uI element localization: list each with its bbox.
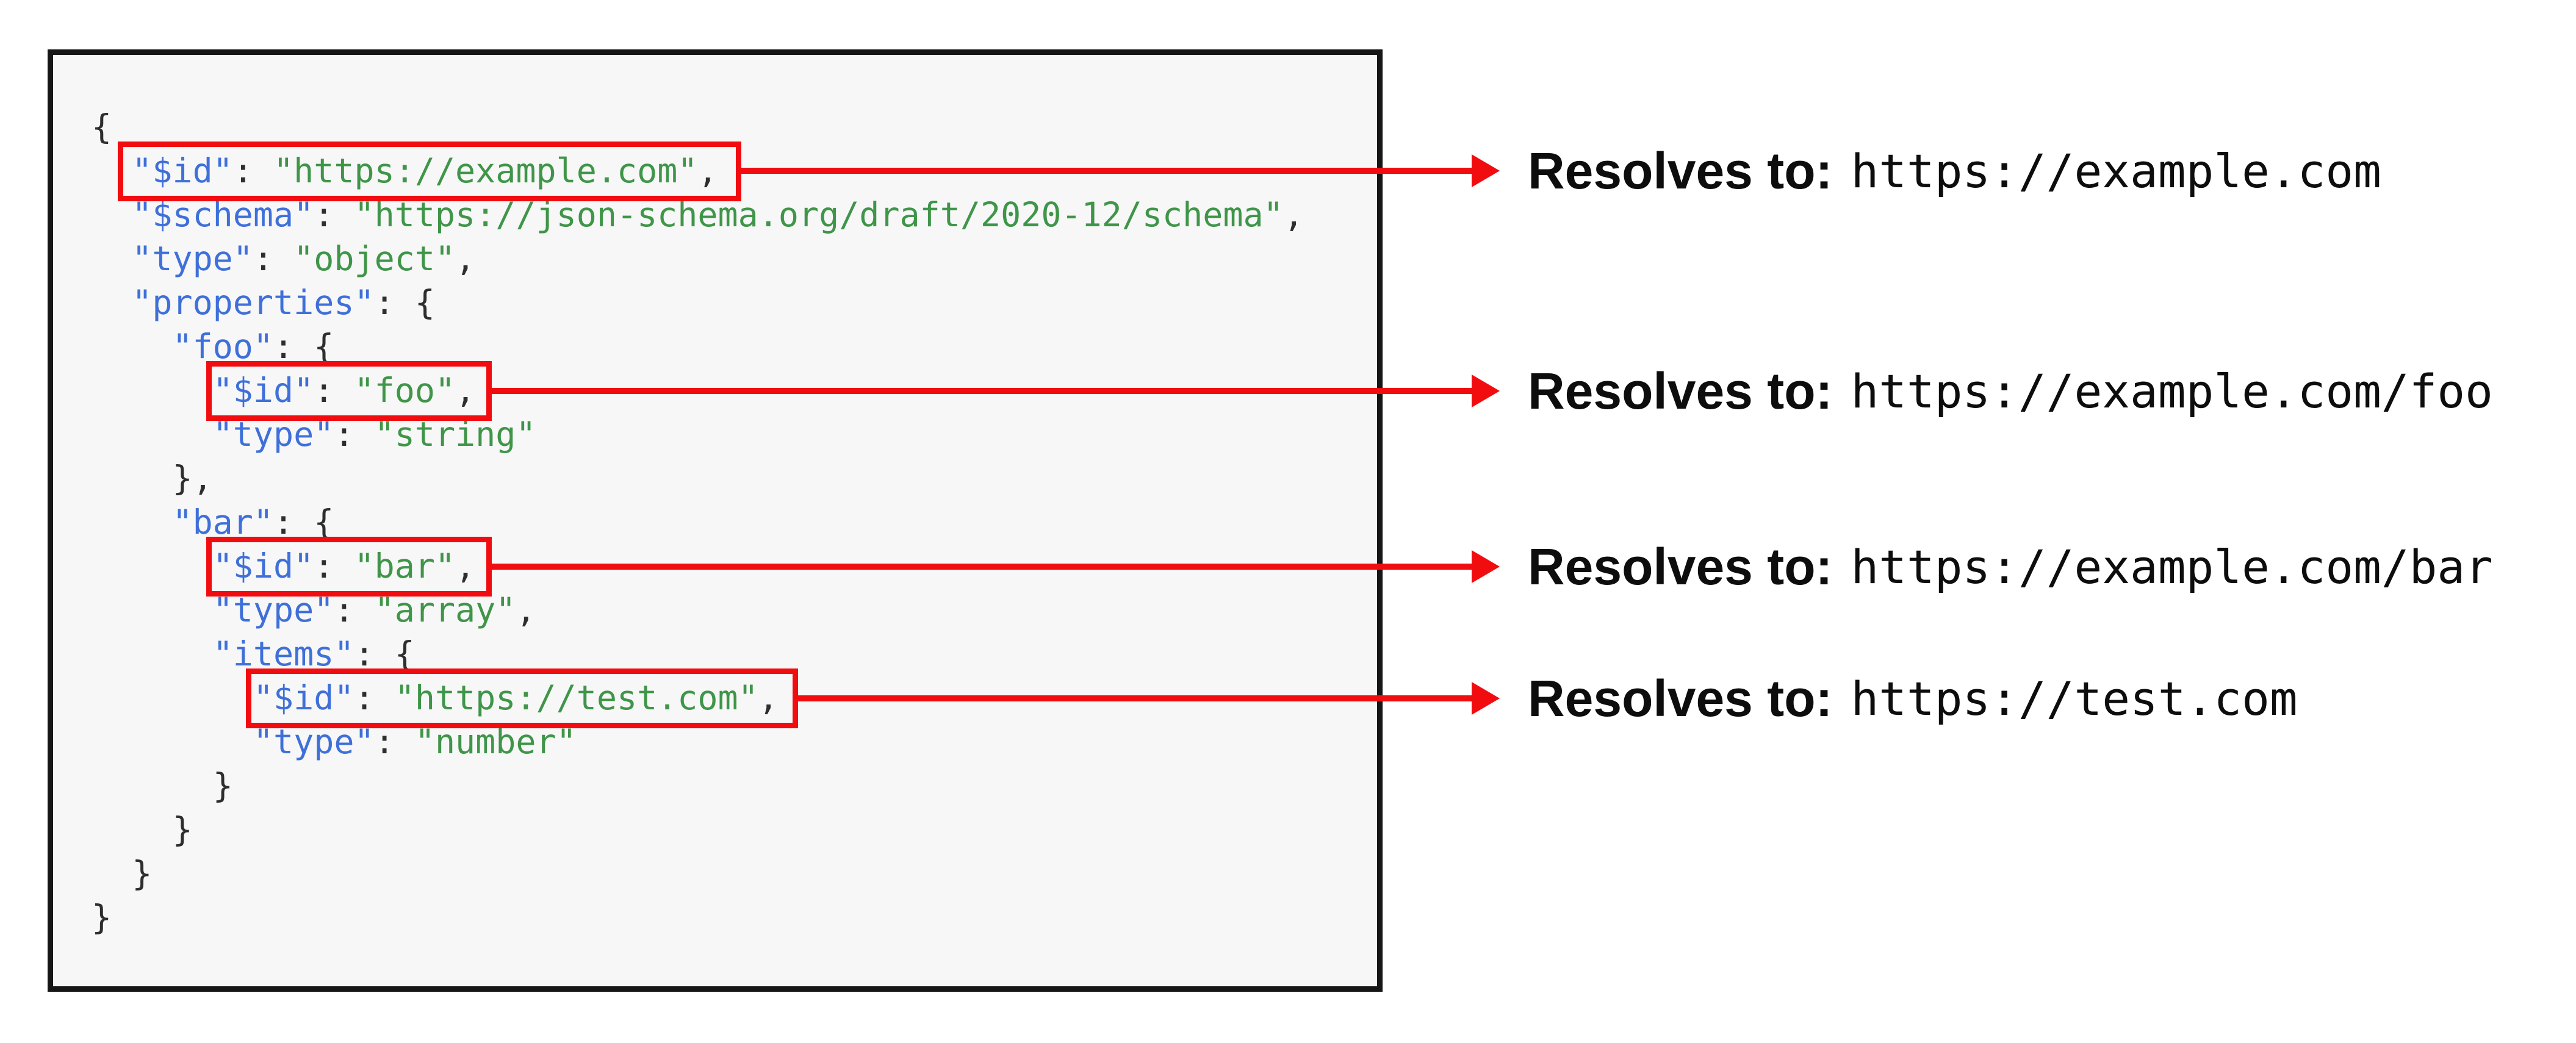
- code-line: }: [212, 766, 233, 805]
- resolves-label-test: Resolves to: https://test.com: [1528, 668, 2298, 729]
- resolves-label-bar: Resolves to: https://example.com/bar: [1528, 536, 2493, 597]
- resolves-label-foo: Resolves to: https://example.com/foo: [1528, 360, 2493, 421]
- code-line: {: [92, 107, 112, 146]
- resolves-to-text: Resolves to:: [1528, 142, 1833, 199]
- code-line: "$id": "https://test.com",: [253, 678, 779, 717]
- code-line: "type": "array",: [212, 590, 536, 629]
- highlight-box-foo-id: [206, 361, 492, 421]
- code-line: }: [132, 854, 153, 893]
- arrow-head-icon: [1472, 550, 1500, 583]
- arrow-head-icon: [1472, 375, 1500, 407]
- code-line: "foo": {: [172, 327, 334, 366]
- resolves-label-root: Resolves to: https://example.com: [1528, 140, 2381, 201]
- highlight-box-root-id: [118, 142, 741, 201]
- resolved-url: https://example.com/bar: [1851, 539, 2493, 594]
- resolved-url: https://example.com/foo: [1851, 364, 2493, 418]
- resolved-url: https://test.com: [1851, 671, 2298, 726]
- code-line: "type": "object",: [132, 239, 476, 278]
- code-line: },: [172, 459, 213, 498]
- code-line: "properties": {: [132, 283, 435, 322]
- code-line: "bar": {: [172, 503, 334, 542]
- code-line: }: [92, 898, 112, 937]
- arrow-line-foo: [492, 388, 1473, 394]
- code-line: }: [172, 810, 193, 849]
- resolves-to-text: Resolves to:: [1528, 537, 1833, 595]
- code-line: "$id": "foo",: [212, 371, 476, 410]
- code-line: "type": "number": [253, 722, 577, 761]
- code-line: "$id": "bar",: [212, 547, 476, 586]
- json-code-block: { "$id": "https://example.com", "$schema…: [48, 49, 1383, 992]
- arrow-line-test: [798, 695, 1473, 701]
- code-line: "type": "string": [212, 415, 536, 454]
- resolved-url: https://example.com: [1851, 143, 2381, 198]
- highlight-box-test-id: [246, 668, 798, 728]
- resolves-to-text: Resolves to:: [1528, 669, 1833, 727]
- arrow-line-bar: [492, 564, 1473, 570]
- code-line: "$id": "https://example.com",: [132, 151, 718, 190]
- code-line: "items": {: [212, 634, 415, 673]
- arrow-line-root: [741, 168, 1473, 174]
- resolves-to-text: Resolves to:: [1528, 362, 1833, 420]
- highlight-box-bar-id: [206, 537, 492, 597]
- arrow-head-icon: [1472, 154, 1500, 187]
- arrow-head-icon: [1472, 682, 1500, 715]
- json-code: { "$id": "https://example.com", "$schema…: [53, 55, 1377, 939]
- code-line: "$schema": "https://json-schema.org/draf…: [132, 195, 1304, 234]
